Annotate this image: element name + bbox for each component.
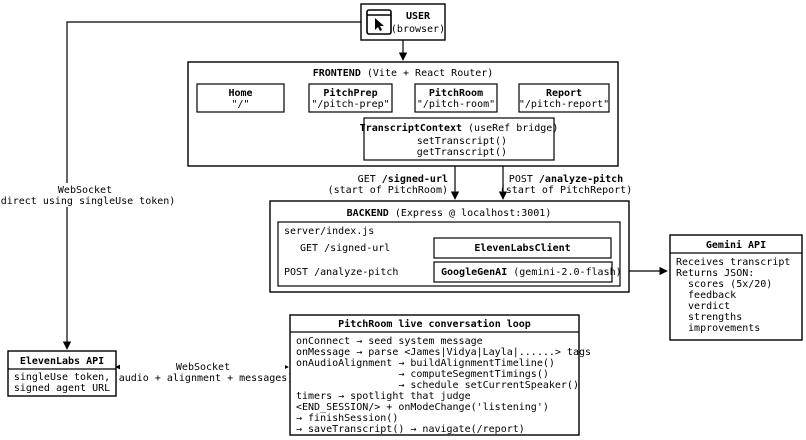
elevenlabs-api-node: ElevenLabs API singleUse token, signed a… — [7, 350, 117, 397]
backend-file-label: server/index.js — [284, 226, 374, 237]
elevenlabs-client-label: ElevenLabsClient — [474, 242, 570, 254]
websocket-left-title: WebSocket — [58, 185, 112, 196]
page-report: Report "/pitch-report" — [518, 83, 610, 113]
edge-labels: GET /signed-url (start of PitchRoom) POS… — [0, 173, 632, 384]
transcript-context-heading: TranscriptContext (useRef bridge) — [360, 122, 559, 134]
loop-line-4: → computeSegmentTimings() — [296, 369, 549, 380]
loop-line-7: <END_SESSION/> + onModeChange('listening… — [296, 402, 549, 413]
loop-line-1: onConnect → seed system message — [296, 336, 483, 347]
page-pitchroom: PitchRoom "/pitch-room" — [414, 83, 498, 113]
backend-container: BACKEND (Express @ localhost:3001) serve… — [269, 200, 630, 293]
loop-line-2: onMessage → parse <James|Vidya|Layla|...… — [296, 347, 591, 358]
user-to-elevenlabs-arrow — [62, 21, 361, 350]
loop-line-6: timers → spotlight that judge — [296, 391, 471, 402]
page-report-name: Report — [546, 88, 582, 99]
post-route-label: POST /analyze-pitch — [284, 267, 398, 278]
pitchroom-loop-node: PitchRoom live conversation loop onConne… — [289, 314, 591, 436]
loop-line-8: → finishSession() — [296, 413, 398, 424]
websocket-bottom-note: (audio + alignment + messages) — [113, 373, 294, 384]
page-home-route: "/" — [231, 99, 249, 110]
page-home: Home "/" — [196, 83, 285, 113]
elevenlabs-client: ElevenLabsClient — [433, 237, 612, 259]
gemini-api-node: Gemini API Receives transcript Returns J… — [669, 234, 803, 341]
loop-line-3: onAudioAlignment → buildAlignmentTimelin… — [296, 358, 555, 369]
gemini-line-6: strengths — [676, 312, 742, 323]
page-pitchroom-name: PitchRoom — [429, 87, 483, 99]
get-route-label: GET /signed-url — [300, 243, 390, 254]
elevenlabs-api-title: ElevenLabs API — [20, 356, 104, 367]
page-pitchprep-name: PitchPrep — [323, 87, 377, 99]
gemini-line-7: improvements — [676, 323, 760, 334]
signed-url-edge-note: (start of PitchRoom) — [328, 185, 448, 196]
browser-cursor-icon — [366, 9, 392, 35]
google-genai: GoogleGenAI (gemini-2.0-flash) — [433, 261, 622, 283]
websocket-left-note: (direct using singleUse token) — [0, 196, 175, 207]
gemini-line-5: verdict — [676, 301, 730, 312]
set-transcript-label: setTranscript() — [417, 136, 507, 147]
page-pitchroom-route: "/pitch-room" — [417, 99, 495, 110]
analyze-pitch-edge-note: (start of PitchReport) — [500, 185, 632, 196]
page-report-route: "/pitch-report" — [519, 99, 609, 110]
gemini-api-title: Gemini API — [706, 239, 766, 251]
page-home-name: Home — [228, 88, 252, 99]
gemini-line-4: feedback — [676, 290, 736, 301]
loop-line-9: → saveTranscript() → navigate(/report) — [296, 424, 525, 435]
get-transcript-label: getTranscript() — [417, 147, 507, 158]
user-title: USER — [406, 11, 431, 22]
user-subtitle: (browser) — [391, 24, 445, 35]
page-pitchprep: PitchPrep "/pitch-prep" — [308, 83, 393, 113]
loop-line-5: → schedule setCurrentSpeaker() — [296, 380, 579, 391]
frontend-container: FRONTEND (Vite + React Router) Home "/" … — [187, 61, 619, 167]
frontend-heading: FRONTEND (Vite + React Router) — [313, 68, 494, 79]
backend-heading: BACKEND (Express @ localhost:3001) — [347, 208, 552, 219]
gemini-line-2: Returns JSON: — [676, 268, 754, 279]
analyze-pitch-edge-label: POST /analyze-pitch — [509, 173, 623, 185]
gemini-line-3: scores (5x/20) — [676, 279, 772, 290]
page-pitchprep-route: "/pitch-prep" — [311, 99, 389, 110]
pitchroom-loop-title: PitchRoom live conversation loop — [338, 318, 531, 330]
signed-url-edge-label: GET /signed-url — [358, 173, 448, 185]
google-genai-label: GoogleGenAI (gemini-2.0-flash) — [441, 267, 622, 278]
gemini-line-1: Receives transcript — [676, 257, 790, 268]
user-node: USER (browser) — [360, 3, 446, 41]
transcript-context: TranscriptContext (useRef bridge) setTra… — [360, 117, 559, 161]
elevenlabs-line-1: singleUse token, — [14, 372, 110, 383]
elevenlabs-line-2: signed agent URL — [14, 383, 110, 394]
websocket-bottom-title: WebSocket — [176, 362, 230, 373]
